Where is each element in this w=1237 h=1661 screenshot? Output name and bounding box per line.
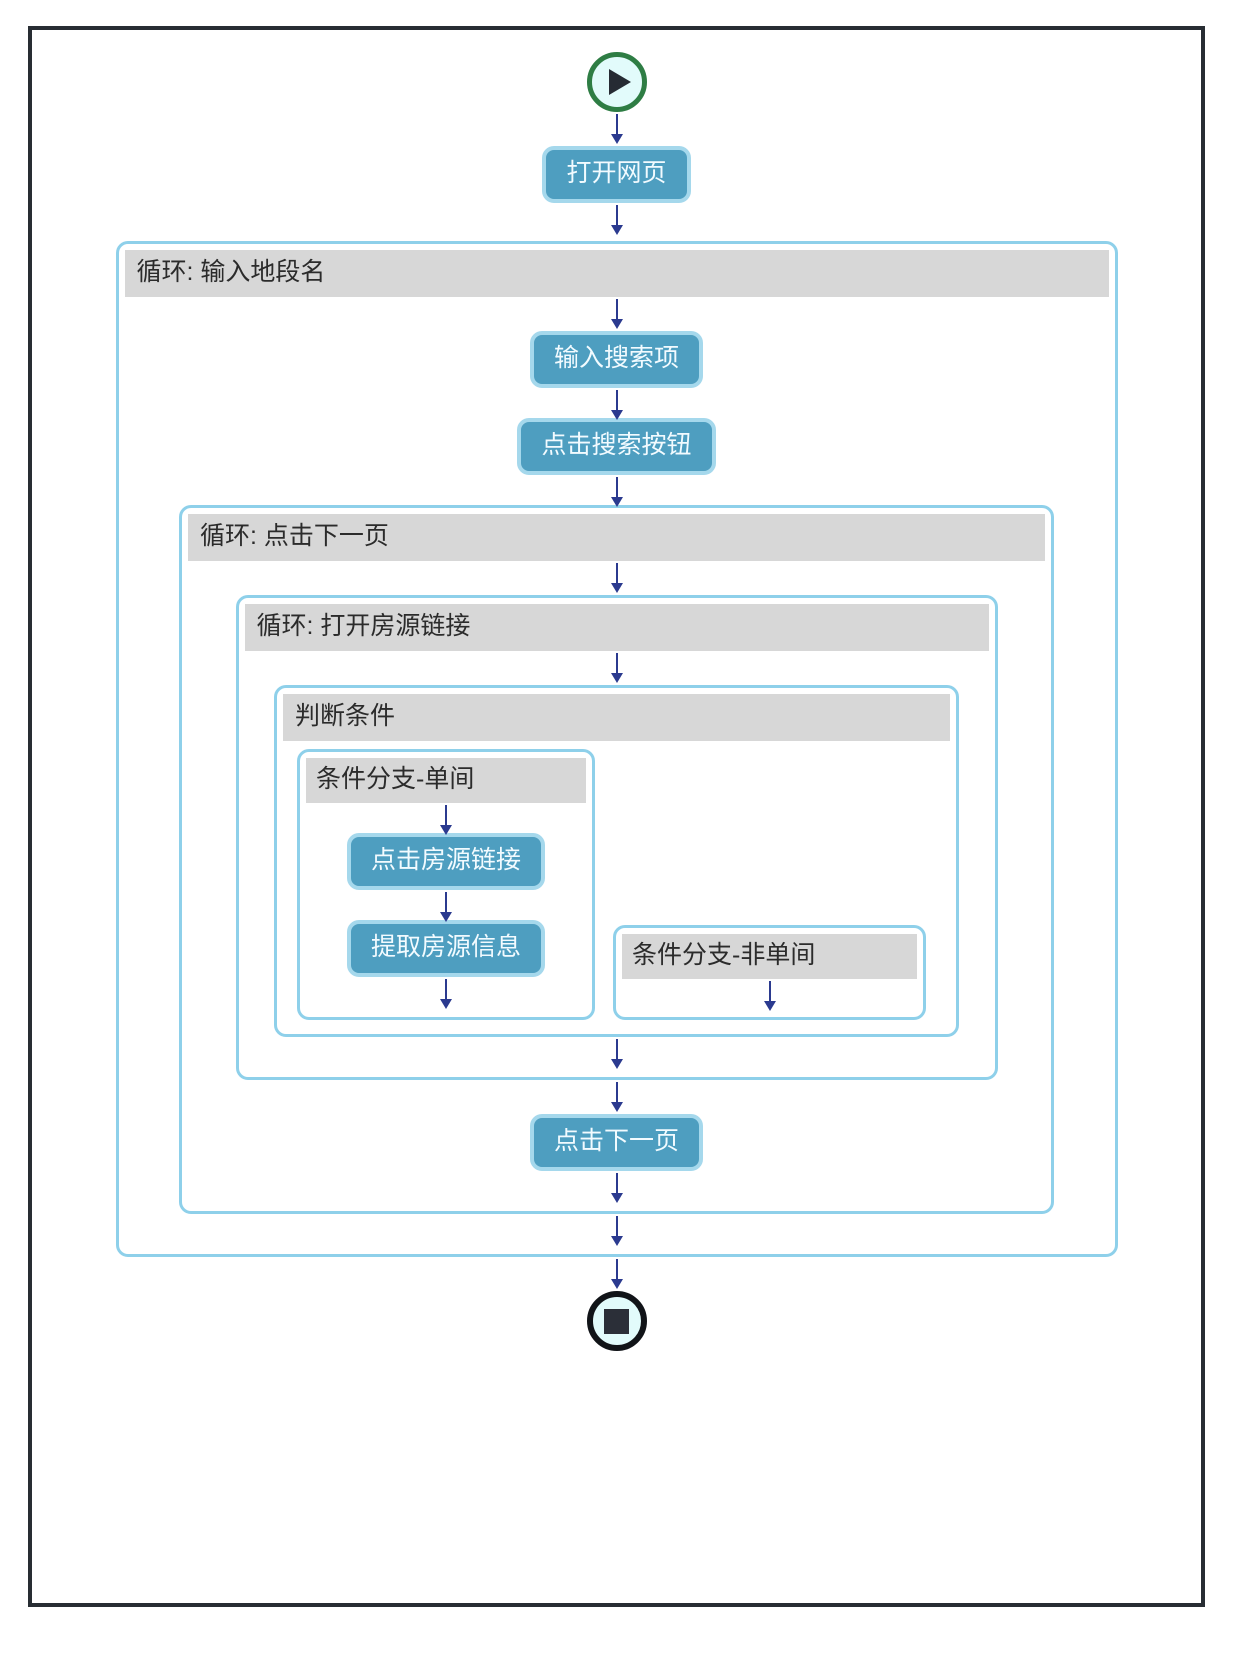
node-open-page[interactable]: 打开网页: [542, 146, 691, 203]
flow-arrow: [610, 112, 624, 146]
flow-arrow: [610, 1257, 624, 1291]
flow-arrow: [763, 979, 777, 1011]
branch-single-room-body: 点击房源链接 提取房源信息: [306, 803, 586, 1011]
flow-arrow: [610, 1171, 624, 1205]
loop-input-district-body: 输入搜索项 点击搜索按钮 循环: 点击下一页 循环: 打开房源链接: [125, 297, 1109, 1248]
flow-arrow: [439, 803, 453, 835]
node-click-search-button[interactable]: 点击搜索按钮: [517, 418, 716, 475]
branch-not-single-room-body: [622, 979, 917, 1011]
flow-arrow: [439, 977, 453, 1009]
loop-click-next-page-body: 循环: 打开房源链接 判断条件 条件分支-单间: [188, 561, 1045, 1205]
node-click-next-page[interactable]: 点击下一页: [529, 1114, 703, 1171]
condition-branch-row: 条件分支-单间 点击房源链接 提取房源信息: [283, 741, 950, 1028]
stop-icon: [604, 1308, 629, 1334]
flow-arrow: [610, 1214, 624, 1248]
flowchart-root: 打开网页 循环: 输入地段名 输入搜索项 点击搜索按钮 循环: 点击下一页: [32, 30, 1201, 1351]
loop-open-listing-link-body: 判断条件 条件分支-单间 点击房源链接: [245, 651, 989, 1071]
branch-single-room[interactable]: 条件分支-单间 点击房源链接 提取房源信息: [297, 749, 595, 1020]
branch-not-single-room[interactable]: 条件分支-非单间: [613, 925, 926, 1020]
loop-click-next-page[interactable]: 循环: 点击下一页 循环: 打开房源链接 判断条件: [179, 505, 1054, 1214]
branch-single-room-title: 条件分支-单间: [306, 758, 586, 803]
flow-arrow: [610, 1037, 624, 1071]
end-node[interactable]: [586, 1291, 647, 1351]
flow-arrow: [610, 475, 624, 507]
loop-open-listing-link[interactable]: 循环: 打开房源链接 判断条件 条件分支-单间: [235, 595, 998, 1080]
play-icon: [608, 69, 631, 95]
node-input-search-term[interactable]: 输入搜索项: [529, 331, 703, 388]
loop-open-listing-link-title: 循环: 打开房源链接: [244, 604, 989, 651]
start-node[interactable]: [586, 52, 647, 112]
node-extract-listing-info[interactable]: 提取房源信息: [346, 920, 545, 977]
flow-arrow: [439, 890, 453, 922]
flow-arrow: [610, 561, 624, 595]
loop-input-district[interactable]: 循环: 输入地段名 输入搜索项 点击搜索按钮 循环: 点击下一页 循环: 打开房…: [115, 241, 1118, 1257]
flow-arrow: [610, 203, 624, 237]
flow-arrow: [610, 388, 624, 420]
flow-arrow: [610, 297, 624, 331]
flow-arrow: [610, 1080, 624, 1114]
node-click-listing-link[interactable]: 点击房源链接: [346, 833, 545, 890]
flowchart-canvas: 打开网页 循环: 输入地段名 输入搜索项 点击搜索按钮 循环: 点击下一页: [28, 26, 1205, 1607]
condition-block-title: 判断条件: [283, 694, 950, 741]
condition-block[interactable]: 判断条件 条件分支-单间 点击房源链接: [274, 685, 959, 1037]
loop-click-next-page-title: 循环: 点击下一页: [188, 514, 1045, 561]
loop-input-district-title: 循环: 输入地段名: [124, 250, 1109, 297]
flow-arrow: [610, 651, 624, 685]
branch-not-single-room-title: 条件分支-非单间: [622, 934, 917, 979]
